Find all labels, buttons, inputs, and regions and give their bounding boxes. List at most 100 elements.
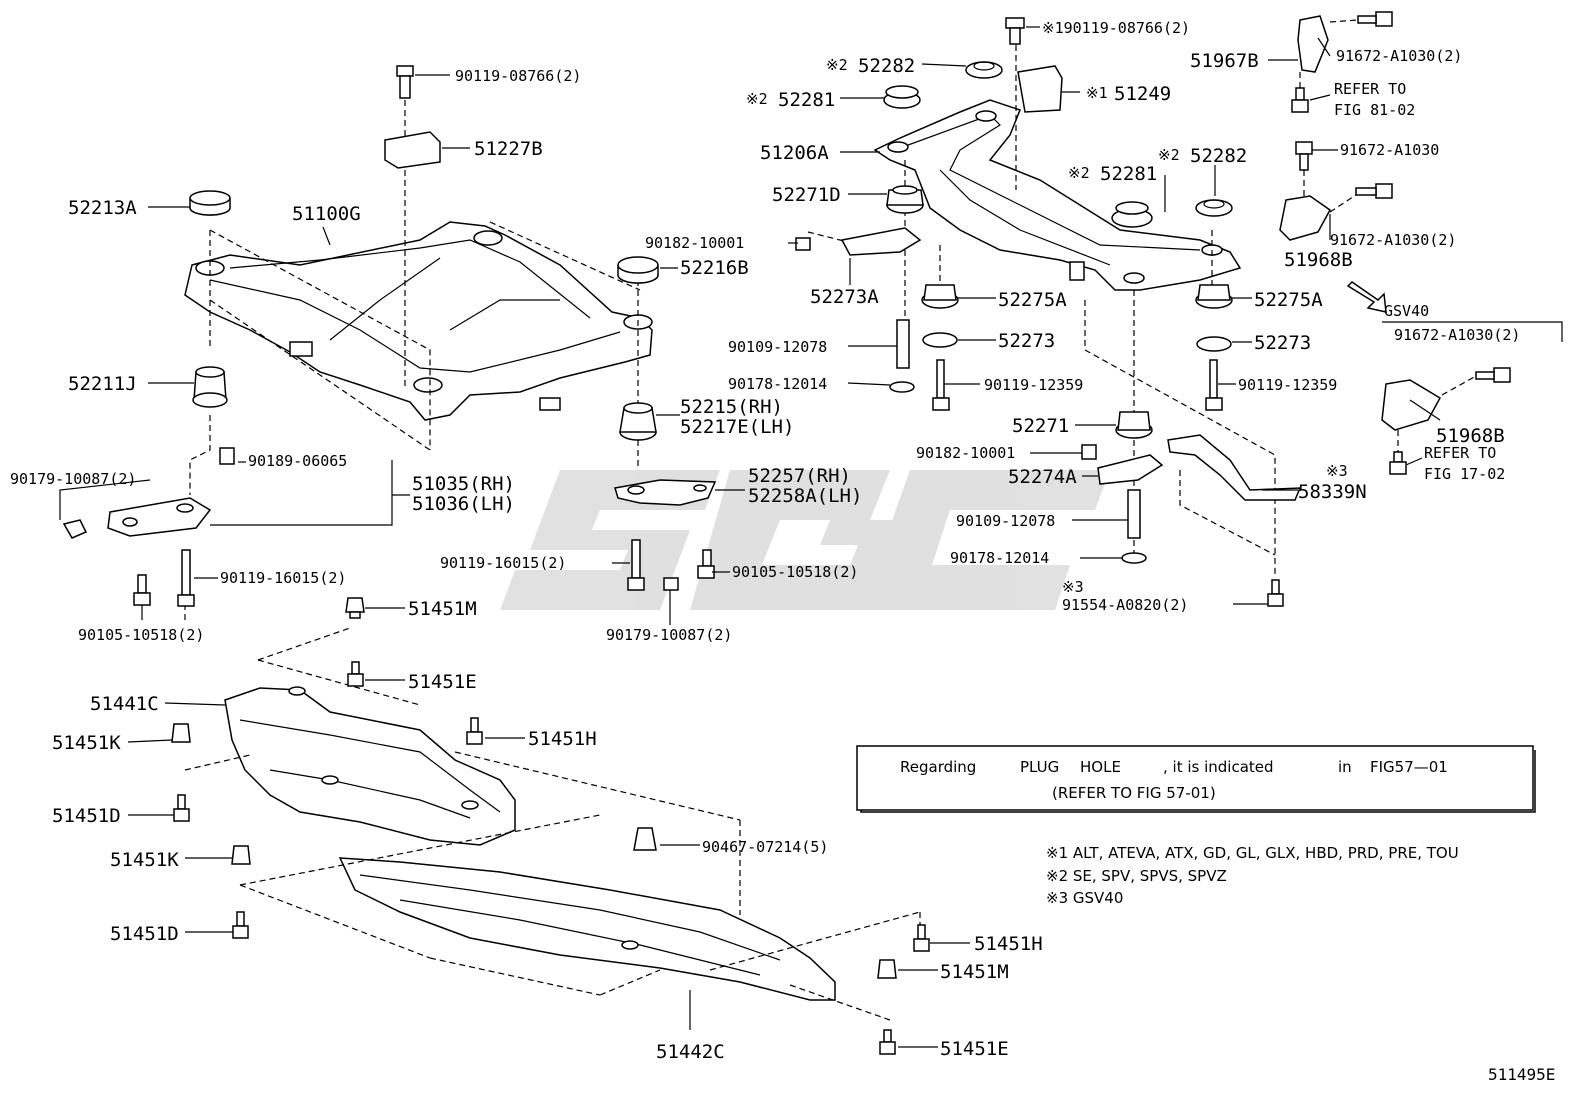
label-90178-12014-left: 90178-12014	[728, 375, 827, 393]
bolt-90119-16015-center	[627, 539, 645, 591]
label-refer-to-bottom: REFER TO	[1424, 444, 1496, 462]
nut-90182-10001-left	[795, 237, 811, 251]
screw-51451h-top	[466, 717, 483, 745]
bolt-90119-16015-left	[177, 549, 195, 607]
clip-90467-07214	[633, 827, 657, 851]
bolt-90119-08766-top	[396, 65, 414, 99]
label-note2-52281-mid: ※2	[1068, 164, 1090, 182]
label-51451k-bottom: 51451K	[110, 849, 179, 871]
label-90105-10518-center: 90105-10518(2)	[732, 563, 858, 581]
stud-90109-12078-left	[896, 319, 910, 369]
label-fig-17-02: FIG 17-02	[1424, 465, 1505, 483]
nut-90179-10087-center	[663, 577, 679, 591]
label-90178-12014-right: 90178-12014	[950, 549, 1049, 567]
label-52275a-right: 52275A	[1254, 289, 1323, 311]
label-51451d-top: 51451D	[52, 805, 121, 827]
label-51968b-upper: 51968B	[1284, 249, 1353, 271]
mount-52271	[1115, 411, 1153, 439]
notice-word-regarding: Regarding	[900, 758, 976, 776]
label-51227b: 51227B	[474, 138, 543, 160]
label-52274a: 52274A	[1008, 466, 1077, 488]
label-90179-10087-center: 90179-10087(2)	[606, 626, 732, 644]
bracket-51035-51036	[107, 497, 212, 537]
label-52271d: 52271D	[772, 184, 841, 206]
label-51206a: 51206A	[760, 142, 829, 164]
label-52282-top: 52282	[858, 55, 915, 77]
under-cover-51441c	[224, 686, 516, 846]
label-90467-07214: 90467-07214(5)	[702, 838, 828, 856]
washer-52273-left	[922, 332, 958, 348]
label-90119-08766: 90119-08766(2)	[455, 67, 581, 85]
notice-word-fig: FIG57—01	[1370, 758, 1448, 776]
label-51451h-bottom: 51451H	[974, 933, 1043, 955]
label-52211j: 52211J	[68, 373, 137, 395]
label-51451e-top: 51451E	[408, 671, 477, 693]
bolt-90119-08766-right	[1005, 17, 1025, 45]
screw-51451e-top	[347, 661, 364, 687]
notice-word-in: in	[1338, 758, 1352, 776]
clip-51451m-top	[345, 597, 365, 619]
bush-52281-mid	[1111, 201, 1153, 228]
label-90179-10087-left: 90179-10087(2)	[10, 470, 136, 488]
label-51035-rh: 51035(RH)	[412, 473, 515, 495]
bracket-51968b-lower	[1381, 379, 1442, 431]
label-52258a-lh: 52258A(LH)	[748, 485, 862, 507]
under-cover-51442c	[338, 857, 836, 1001]
label-91672-a1030: 91672-A1030	[1340, 141, 1439, 159]
nut-90179-10087-left	[62, 519, 88, 539]
mount-52275a-left	[921, 284, 959, 309]
bolt-90105-10518-left	[133, 574, 151, 606]
mount-52211j	[192, 366, 228, 408]
label-58339n: 58339N	[1298, 481, 1367, 503]
footnote-1: ※1 ALT, ATEVA, ATX, GD, GL, GLX, HBD, PR…	[1046, 844, 1459, 862]
plate-52274a	[1097, 454, 1164, 485]
label-51967b: 51967B	[1190, 50, 1259, 72]
alignment-lines-left	[184, 100, 641, 620]
screw-51451d-top	[173, 794, 190, 822]
bolt-91672-a1030-top	[1329, 11, 1393, 27]
arrow-gsv40	[1346, 281, 1387, 313]
clip-51451m-bottom	[877, 959, 897, 979]
label-note2-52281-top: ※2	[746, 90, 768, 108]
bolt-91672-a1030-gsv40	[1441, 367, 1511, 396]
screw-51451d-bottom	[232, 911, 249, 939]
under-cover-dashed-lines	[184, 627, 921, 1021]
bush-52281-top	[883, 85, 921, 109]
label-90105-10518-left: 90105-10518(2)	[78, 626, 204, 644]
label-52271: 52271	[1012, 415, 1069, 437]
front-crossmember-51100g	[184, 221, 653, 421]
label-90119-08766-opt1: ※190119-08766(2)	[1042, 19, 1190, 37]
label-90109-12078-right: 90109-12078	[956, 512, 1055, 530]
mount-52213a	[189, 190, 231, 216]
label-51100g: 51100G	[292, 203, 361, 225]
label-52273a: 52273A	[810, 286, 879, 308]
washer-52273-right	[1196, 336, 1232, 352]
label-51451k-top: 51451K	[52, 732, 121, 754]
label-52216b: 52216B	[680, 257, 749, 279]
label-90182-10001-right: 90182-10001	[916, 444, 1015, 462]
mount-52216b	[617, 256, 659, 284]
bracket-51249	[1017, 65, 1063, 113]
label-note3-91554: ※3	[1062, 578, 1084, 596]
footnote-3: ※3 GSV40	[1046, 889, 1123, 907]
rear-member-51206a	[873, 99, 1242, 291]
mount-52271d	[886, 185, 924, 214]
label-refer-to-top: REFER TO	[1334, 80, 1406, 98]
label-91554-a0820: 91554-A0820(2)	[1062, 596, 1188, 614]
label-51968b-lower: 51968B	[1436, 425, 1505, 447]
screw-51451h-bottom	[913, 924, 930, 952]
label-90119-12359-left: 90119-12359	[984, 376, 1083, 394]
label-52281-mid: 52281	[1100, 163, 1157, 185]
label-52273-right: 52273	[1254, 332, 1311, 354]
screw-51451e-bottom	[879, 1029, 896, 1055]
label-51451m-bottom: 51451M	[940, 961, 1009, 983]
label-90189-06065: 90189-06065	[248, 452, 347, 470]
label-fig-81-02: FIG 81-02	[1334, 101, 1415, 119]
label-90109-12078-left: 90109-12078	[728, 338, 827, 356]
label-52257-rh: 52257(RH)	[748, 465, 851, 487]
label-52282-mid: 52282	[1190, 145, 1247, 167]
label-90182-10001-left: 90182-10001	[645, 234, 744, 252]
nut-90189-06065	[219, 447, 235, 465]
